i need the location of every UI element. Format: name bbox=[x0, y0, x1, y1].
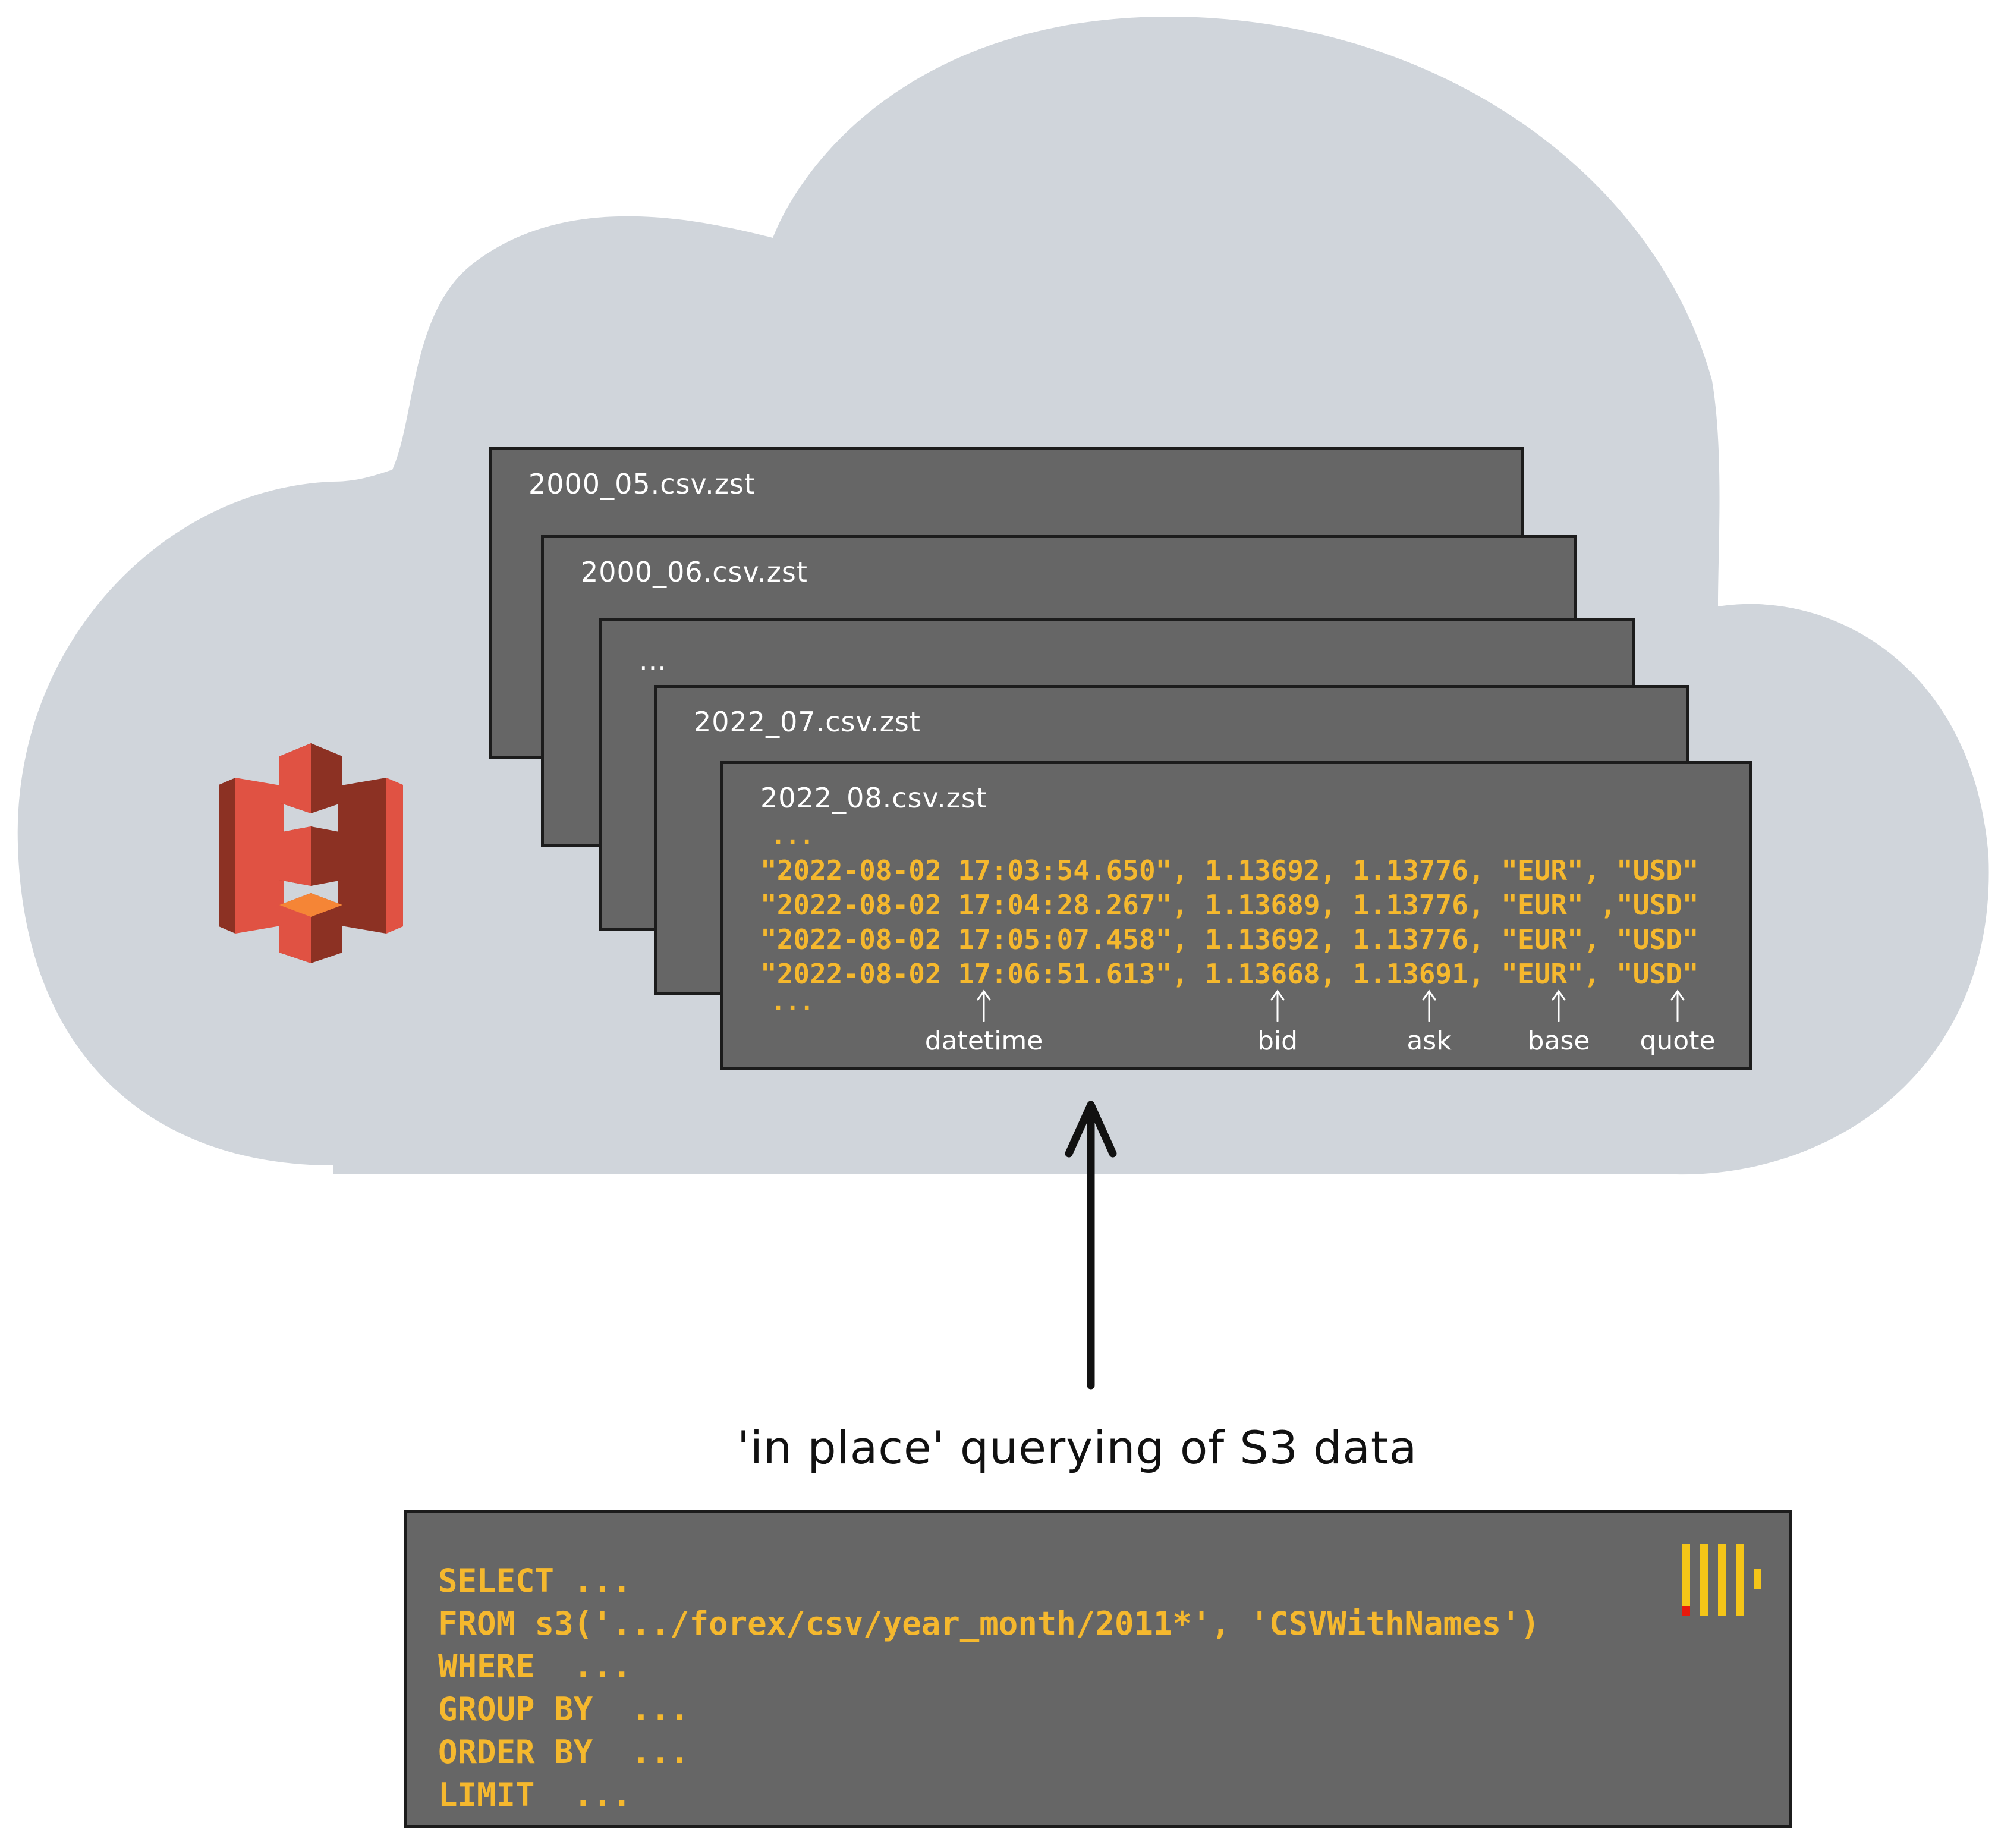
file-name: 2022_08.csv.zst bbox=[760, 782, 987, 814]
sql-select: SELECT ... bbox=[438, 1562, 632, 1599]
arrow-up-icon bbox=[1670, 989, 1685, 1022]
csv-row: "2022-08-02 17:03:54.650", 1.13692, 1.13… bbox=[760, 854, 1699, 887]
trailing-ellipsis: ... bbox=[771, 989, 814, 1016]
arrow-up-icon bbox=[1270, 989, 1285, 1022]
column-label-datetime: datetime bbox=[924, 1026, 1043, 1056]
column-label-ask: ask bbox=[1407, 1026, 1452, 1056]
sql-group-by: GROUP BY ... bbox=[438, 1690, 690, 1728]
sql-limit: LIMIT ... bbox=[438, 1776, 632, 1814]
csv-row: "2022-08-02 17:05:07.458", 1.13692, 1.13… bbox=[760, 923, 1699, 956]
amazon-s3-icon bbox=[219, 743, 403, 963]
clickhouse-logo-icon bbox=[1682, 1544, 1761, 1616]
arrow-up-icon bbox=[1552, 989, 1566, 1022]
file-name: 2000_06.csv.zst bbox=[581, 556, 808, 588]
sql-where: WHERE ... bbox=[438, 1648, 632, 1685]
sql-from: FROM s3('.../forex/csv/year_month/2011*'… bbox=[438, 1605, 1540, 1642]
sql-order-by: ORDER BY ... bbox=[438, 1733, 690, 1771]
leading-ellipsis: ... bbox=[771, 822, 814, 850]
arrow-up-icon bbox=[1422, 989, 1436, 1022]
caption: 'in place' querying of S3 data bbox=[737, 1421, 1418, 1474]
column-label-quote: quote bbox=[1640, 1026, 1716, 1056]
csv-row: "2022-08-02 17:04:28.267", 1.13689, 1.13… bbox=[760, 889, 1699, 921]
arrow-up-icon bbox=[1065, 1101, 1117, 1390]
column-label-bid: bid bbox=[1257, 1026, 1298, 1056]
sql-query-box: SELECT ... FROM s3('.../forex/csv/year_m… bbox=[404, 1510, 1792, 1828]
csv-row: "2022-08-02 17:06:51.613", 1.13668, 1.13… bbox=[760, 958, 1699, 990]
file-name: ... bbox=[639, 644, 667, 676]
file-name: 2000_05.csv.zst bbox=[528, 468, 756, 500]
column-label-base: base bbox=[1527, 1026, 1590, 1056]
arrow-up-icon bbox=[977, 989, 991, 1022]
file-name: 2022_07.csv.zst bbox=[694, 706, 921, 738]
file-card-front: 2022_08.csv.zst ... "2022-08-02 17:03:54… bbox=[720, 761, 1752, 1070]
